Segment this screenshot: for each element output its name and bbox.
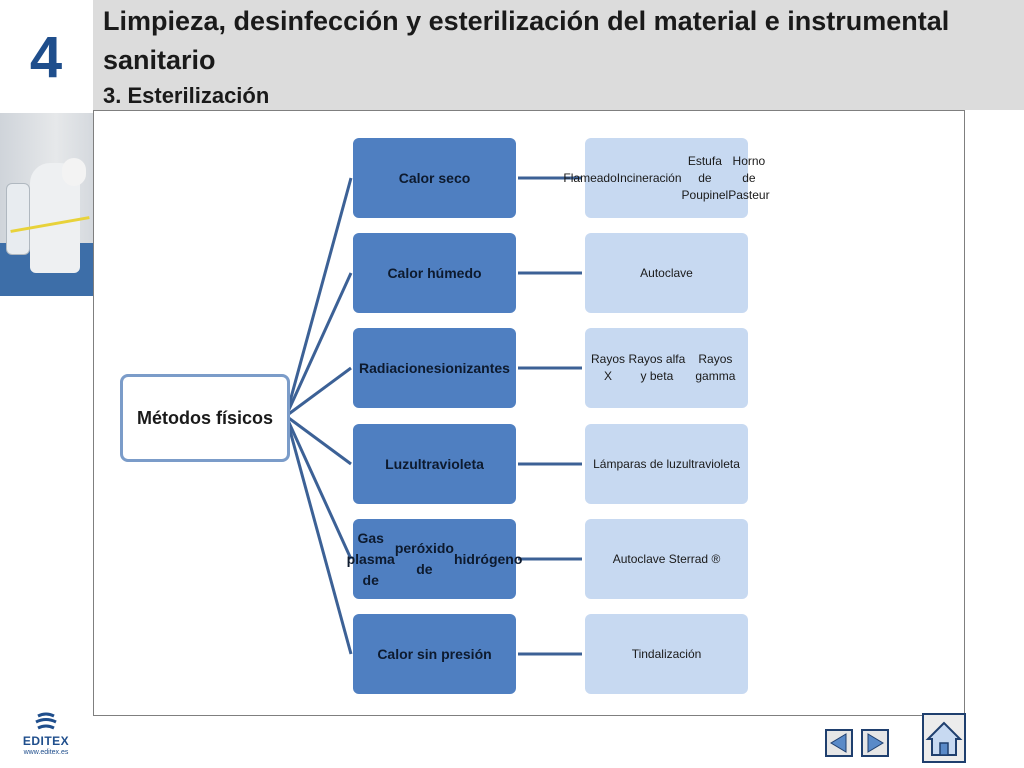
- example-label-line: Autoclave Sterrad ®: [612, 551, 721, 566]
- example-label-line: Tindalización: [631, 646, 702, 661]
- method-label-line: Calor seco: [398, 169, 471, 186]
- root-connector-gas-plasma-de-peroxido-de-hidrogeno: [284, 415, 353, 560]
- header-bar: [93, 0, 1024, 110]
- method-label-line: peróxido de: [394, 540, 454, 577]
- example-node-calor-humedo: Autoclave: [585, 233, 748, 313]
- root-connector-calor-sin-presion: [284, 415, 353, 655]
- triangle-left-icon: [830, 733, 847, 753]
- method-label-line: ionizantes: [441, 359, 510, 376]
- editex-brand-text: EDITEX: [22, 734, 70, 748]
- method-label-line: hidrógeno: [453, 550, 523, 567]
- previous-slide-button[interactable]: [825, 729, 853, 757]
- example-label-line: Horno de Pasteur: [728, 153, 770, 202]
- method-label-line: Luz: [385, 455, 410, 472]
- root-connector-radiaciones-ionizantes: [285, 366, 352, 418]
- slide-title: Limpieza, desinfección y esterilización …: [103, 6, 950, 75]
- editex-url: www.editex.es: [23, 749, 69, 756]
- example-node-calor-sin-presion: Tindalización: [585, 614, 748, 694]
- method-node-calor-humedo: Calor húmedo: [353, 233, 516, 313]
- example-label-line: Autoclave: [640, 265, 693, 280]
- method-label-line: Calor húmedo: [387, 264, 482, 281]
- home-button[interactable]: [922, 713, 966, 763]
- home-icon: [925, 721, 963, 756]
- example-node-gas-plasma-de-peroxido-de-hidrogeno: Autoclave Sterrad ®: [585, 519, 748, 599]
- example-label-line: Incineración: [616, 170, 682, 185]
- method-node-calor-seco: Calor seco: [353, 138, 516, 218]
- editex-logo: EDITEX www.editex.es: [14, 712, 78, 762]
- chapter-number: 4: [29, 25, 63, 90]
- example-label-line: Flameado: [563, 170, 617, 185]
- method-label-line: Radiaciones: [359, 359, 442, 376]
- editex-logo-mark: [35, 712, 57, 730]
- header-photo: [0, 113, 93, 296]
- triangle-right-icon: [867, 733, 884, 753]
- root-connector-calor-humedo: [284, 272, 353, 417]
- example-label-line: Rayos gamma: [695, 352, 736, 383]
- method-label-line: ultravioleta: [409, 455, 484, 472]
- method-label-line: Calor sin presión: [377, 645, 492, 662]
- method-node-calor-sin-presion: Calor sin presión: [353, 614, 516, 694]
- root-connector-luz-ultravioleta: [285, 414, 352, 466]
- example-label-line: Rayos alfa y beta: [628, 352, 686, 383]
- root-connector-calor-seco: [284, 177, 353, 417]
- next-slide-button[interactable]: [861, 729, 889, 757]
- method-label-line: Gas plasma de: [346, 529, 395, 588]
- example-label-line: Rayos X: [591, 352, 626, 383]
- slide-subtitle: 3. Esterilización: [103, 83, 270, 108]
- example-label-line: Lámparas de luz: [593, 456, 682, 471]
- example-label-line: ultravioleta: [681, 456, 740, 471]
- example-label-line: Estufa de Poupinel: [681, 153, 729, 202]
- root-node-metodos-fisicos: Métodos físicos: [120, 374, 290, 462]
